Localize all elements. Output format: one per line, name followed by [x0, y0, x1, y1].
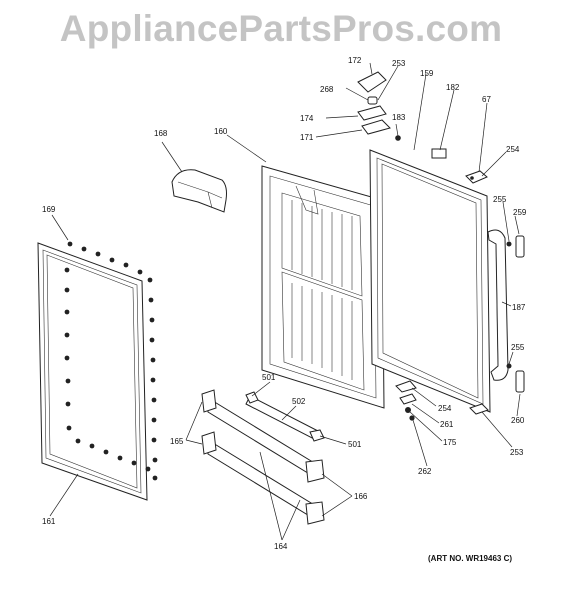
- door-gasket: [37, 242, 148, 501]
- rail-502: [245, 391, 325, 442]
- callout-174: 174: [300, 114, 314, 123]
- callout-260: 260: [511, 416, 525, 425]
- callout-169: 169: [42, 205, 56, 214]
- callout-187: 187: [512, 303, 526, 312]
- door-screws: [64, 241, 158, 481]
- door-liner: [261, 165, 385, 409]
- callout-501-bottom: 501: [348, 440, 362, 449]
- callout-166: 166: [354, 492, 368, 501]
- callout-254-bottom: 254: [438, 404, 452, 413]
- callout-255-top: 255: [493, 195, 507, 204]
- callout-253-top: 253: [392, 59, 406, 68]
- callout-labels: 172 253 268 159 182 67 174 183 171 168 1…: [42, 56, 527, 551]
- callout-262: 262: [418, 467, 432, 476]
- callout-268: 268: [320, 85, 334, 94]
- outer-door: [369, 149, 491, 413]
- callout-175: 175: [443, 438, 457, 447]
- callout-183: 183: [392, 113, 406, 122]
- callout-255-bottom: 255: [511, 343, 525, 352]
- callout-182: 182: [446, 83, 460, 92]
- callout-172: 172: [348, 56, 362, 65]
- callout-253-bottom: 253: [510, 448, 524, 457]
- door-shelf-bin: [171, 169, 227, 213]
- leader-lines: [49, 62, 521, 541]
- callout-160: 160: [214, 127, 228, 136]
- callout-501-top: 501: [262, 373, 276, 382]
- callout-502: 502: [292, 397, 306, 406]
- watermark-text: AppliancePartsPros.com: [59, 8, 503, 49]
- callout-259: 259: [513, 208, 527, 217]
- art-number: (ART NO. WR19463 C): [428, 554, 513, 563]
- callout-254-top: 254: [506, 145, 520, 154]
- callout-261: 261: [440, 420, 454, 429]
- side-small-parts: [506, 235, 525, 393]
- bottom-hinge-parts: [395, 380, 489, 421]
- door-handle: [487, 229, 509, 381]
- callout-161: 161: [42, 517, 56, 526]
- callout-168: 168: [154, 129, 168, 138]
- top-hinge-parts: [357, 71, 488, 184]
- door-shelf-rails: [201, 389, 325, 525]
- callout-165: 165: [170, 437, 184, 446]
- callout-159: 159: [420, 69, 434, 78]
- callout-164: 164: [274, 542, 288, 551]
- callout-171: 171: [300, 133, 314, 142]
- callout-67: 67: [482, 95, 491, 104]
